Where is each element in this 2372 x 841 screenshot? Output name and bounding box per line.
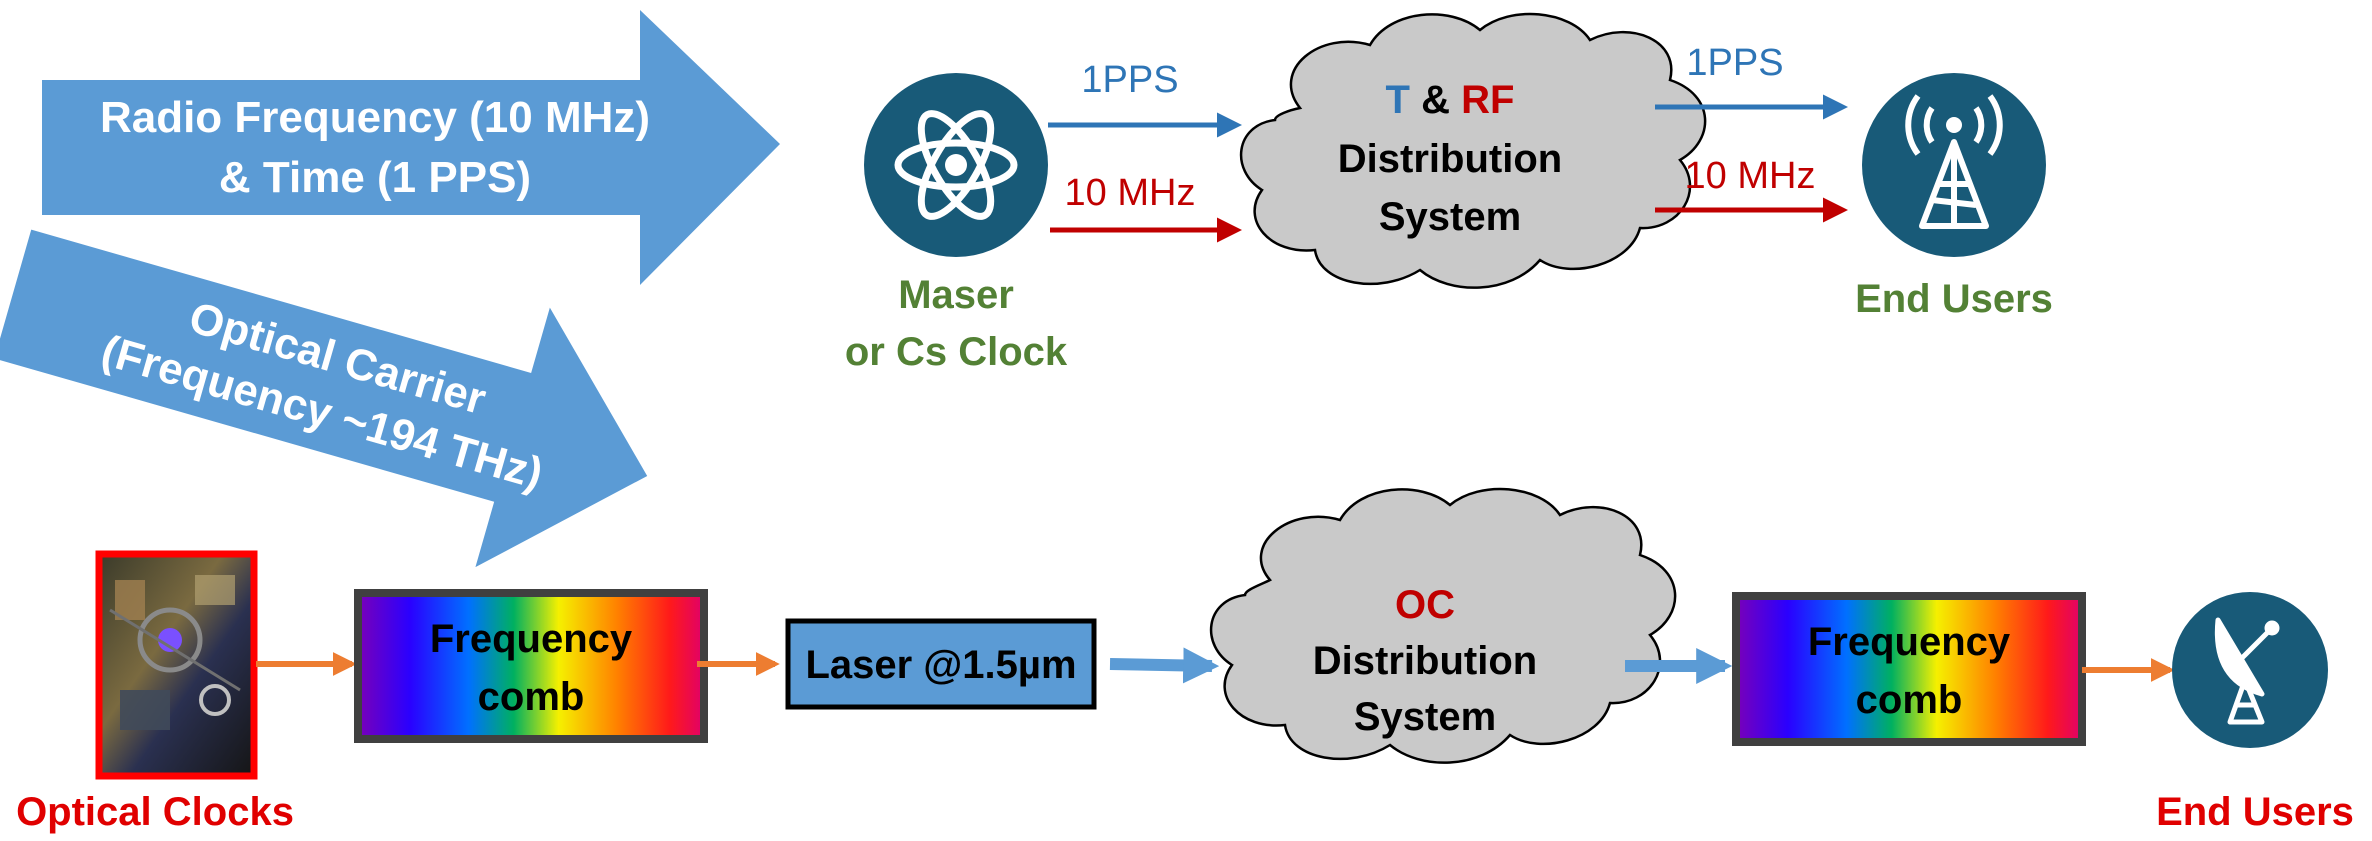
- trf-cloud-line2: Distribution: [1338, 137, 1562, 181]
- oc-distribution-cloud: OC Distribution System: [1209, 487, 1677, 764]
- oc-cloud-line3: System: [1354, 695, 1496, 739]
- rf-time-arrow-line1: Radio Frequency (10 MHz): [100, 93, 650, 142]
- maser-label-line1: Maser: [898, 273, 1014, 317]
- comb-2-line2: comb: [1856, 678, 1963, 722]
- end-users-bottom-node: End Users: [2156, 592, 2354, 834]
- rf-time-arrow-line2: & Time (1 PPS): [219, 153, 531, 202]
- laser-box: Laser @1.5µm: [785, 618, 1097, 710]
- end-users-top-label: End Users: [1855, 277, 2053, 321]
- comb-1-line2: comb: [478, 675, 585, 719]
- trf-t-text: T: [1386, 78, 1410, 122]
- trf-cloud-line3: System: [1379, 195, 1521, 239]
- out-1pps-label: 1PPS: [1686, 42, 1783, 84]
- trf-amp-text: &: [1410, 78, 1461, 122]
- frequency-comb-1: Frequency comb: [354, 589, 708, 743]
- input-signals: 1PPS 10 MHz: [1048, 59, 1242, 243]
- optical-clocks-label: Optical Clocks: [16, 790, 294, 834]
- end-users-bottom-label: End Users: [2156, 790, 2354, 834]
- satellite-dish-icon: [2214, 617, 2280, 725]
- trf-cloud-title: T & RF: [1386, 78, 1515, 122]
- comb-1-line1: Frequency: [430, 617, 633, 661]
- in-1pps-label: 1PPS: [1081, 59, 1178, 101]
- comb-2-line1: Frequency: [1808, 620, 2011, 664]
- optical-carrier-block-arrow: Optical Carrier (Frequency ~194 THz): [0, 229, 648, 568]
- antenna-tower-icon: [1905, 94, 2003, 229]
- atom-icon: [894, 110, 1018, 220]
- laser-label: Laser @1.5µm: [805, 643, 1076, 687]
- out-10mhz-label: 10 MHz: [1685, 155, 1816, 197]
- laser-to-cloud-arrow: [1109, 647, 1220, 684]
- oc-cloud-title: OC: [1395, 583, 1455, 627]
- optical-clock-photo: [95, 550, 258, 780]
- rf-time-block-arrow: Radio Frequency (10 MHz) & Time (1 PPS): [42, 10, 780, 285]
- maser-label-line2: or Cs Clock: [845, 330, 1068, 374]
- maser-clock-node: Maser or Cs Clock: [845, 73, 1068, 374]
- trf-distribution-cloud: T & RF Distribution System: [1239, 12, 1707, 289]
- frequency-comb-2: Frequency comb: [1732, 592, 2086, 746]
- trf-rf-text: RF: [1461, 78, 1514, 122]
- oc-cloud-line2: Distribution: [1313, 639, 1537, 683]
- end-users-top-node: End Users: [1855, 73, 2053, 321]
- output-signals: 1PPS 10 MHz: [1655, 42, 1848, 223]
- in-10mhz-label: 10 MHz: [1065, 172, 1196, 214]
